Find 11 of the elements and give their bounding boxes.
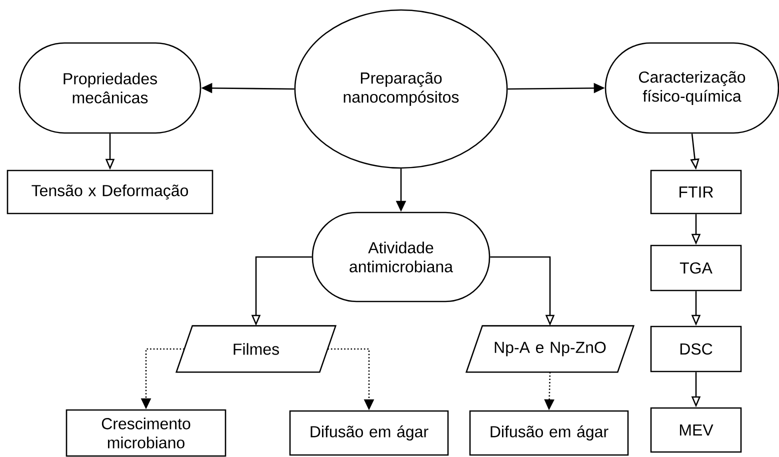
process-terminal: Propriedades mecânicas bbox=[18, 42, 202, 134]
process-terminal: Atividade antimicrobiana bbox=[312, 212, 490, 302]
process-box: MEV bbox=[650, 407, 742, 453]
process-box: Tensão x Deformação bbox=[6, 170, 214, 214]
process-box: Crescimento microbiano bbox=[66, 409, 226, 457]
process-box: TGA bbox=[650, 244, 742, 292]
process-box: Difusão em ágar bbox=[469, 410, 629, 456]
process-box: Difusão em ágar bbox=[289, 410, 449, 456]
process-terminal: Caracterização físico-química bbox=[604, 42, 779, 134]
process-box: FTIR bbox=[650, 170, 742, 214]
process-box: DSC bbox=[650, 326, 742, 372]
